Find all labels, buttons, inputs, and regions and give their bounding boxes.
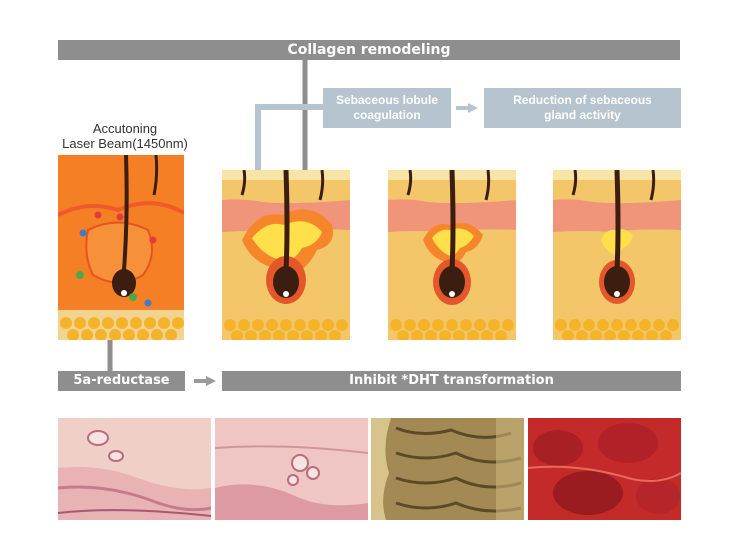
gland-reduction-label: Reduction of sebaceous gland activity <box>513 93 652 122</box>
sebaceous-coagulation-label: Sebaceous lobule coagulation <box>335 93 439 122</box>
laser-label-line1: Accutoning <box>92 121 158 136</box>
final-panel <box>553 170 681 340</box>
coagulation-panel <box>222 170 350 340</box>
laser-label: Accutoning Laser Beam(1450nm) <box>50 121 200 151</box>
collagen-remodeling-title: Collagen remodeling <box>287 42 451 58</box>
right-arrow-icon <box>456 103 478 113</box>
laser-panel <box>58 155 184 340</box>
gland-reduction-box: Reduction of sebaceous gland activity <box>484 88 681 128</box>
sebaceous-coagulation-box: Sebaceous lobule coagulation <box>323 88 451 128</box>
micrograph-2 <box>215 418 368 520</box>
enzyme-bar: 5a-reductase <box>58 371 185 391</box>
dht-bar: Inhibit *DHT transformation <box>222 371 681 391</box>
dht-label: Inhibit *DHT transformation <box>349 373 554 388</box>
laser-label-line2: Laser Beam(1450nm) <box>62 136 188 151</box>
micrograph-4 <box>528 418 681 520</box>
micrograph-3 <box>371 418 524 520</box>
reduction-panel <box>388 170 516 340</box>
micrograph-1 <box>58 418 211 520</box>
collagen-remodeling-bar: Collagen remodeling <box>58 40 680 60</box>
enzyme-label: 5a-reductase <box>73 373 170 388</box>
right-arrow-icon <box>194 376 216 386</box>
